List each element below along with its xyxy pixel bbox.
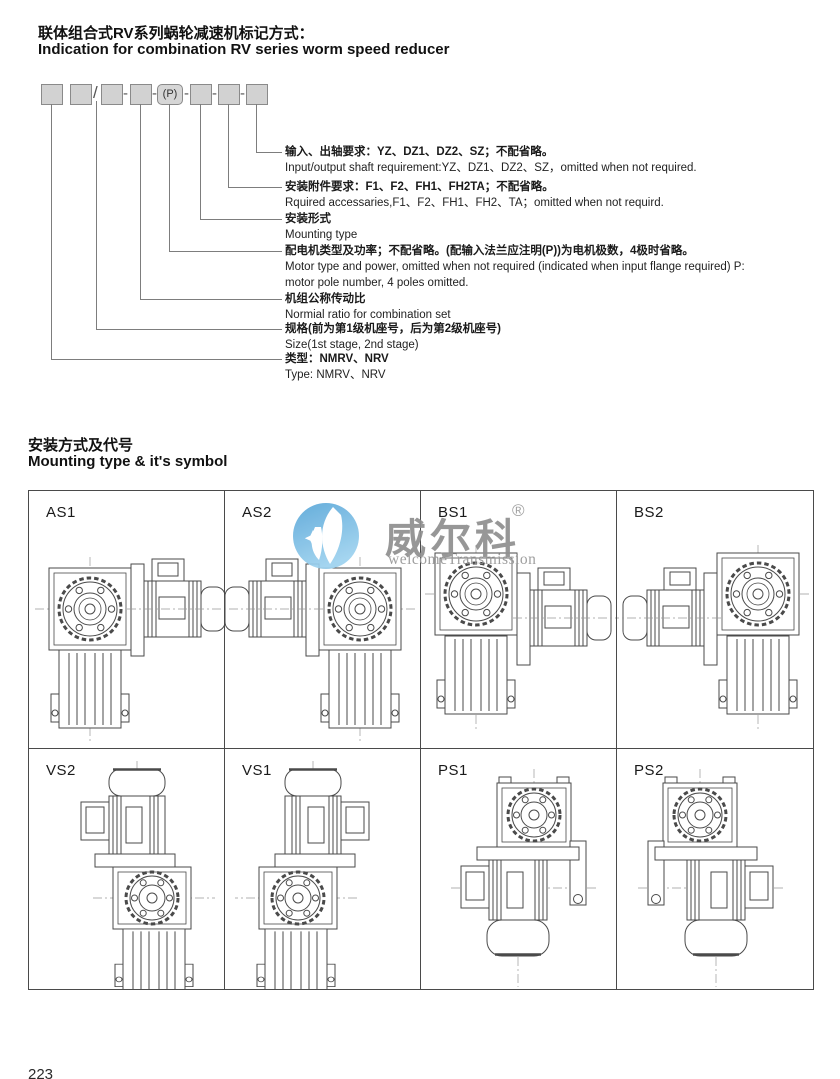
designation-item-shaft: 输入、出轴要求：YZ、DZ1、DZ2、SZ；不配省略。 Input/output… [285,144,755,176]
code-box-shaft [246,84,268,105]
reducer-drawing-as2 [225,497,421,747]
mounting-label: AS1 [46,504,76,521]
leader-line [200,219,282,220]
designation-item-motor: 配电机类型及功率；不配省略。(配输入法兰应注明(P))为电机极数，4极时省略。 … [285,243,755,291]
leader-line [169,104,170,251]
code-box-size2 [101,84,123,105]
item-text-en: Motor type and power, omitted when not r… [285,261,745,289]
mounting-label: AS2 [242,504,272,521]
item-text-en: Normial ratio for combination set [285,309,451,321]
code-dash: - [152,85,157,102]
mounting-label: BS2 [634,504,664,521]
item-text-en: Rquired accessaries,F1、F2、FH1、FH2、TA；omi… [285,197,664,209]
page-number: 223 [28,1066,54,1079]
code-box-size1 [70,84,92,105]
mounting-label: PS2 [634,762,664,779]
item-text-cn: 安装形式 [285,213,331,225]
code-box-ratio [130,84,152,105]
leader-line [96,101,97,329]
reducer-drawing-ps2 [635,767,785,989]
leader-line [169,251,282,252]
item-text-cn: 类型：NMRV、NRV [285,353,389,365]
code-box-type [41,84,63,105]
leader-line [51,104,52,359]
code-dash: - [212,85,217,102]
mounting-title-english: Mounting type & it's symbol [28,453,228,470]
item-text-en: Input/output shaft requirement:YZ、DZ1、DZ… [285,162,697,174]
mounting-cell-as2: AS2 [225,491,421,749]
code-dash: - [240,85,245,102]
mounting-cell-vs1: VS1 [225,749,421,989]
leader-line [228,104,229,187]
mounting-cell-ps2: PS2 [617,749,813,989]
designation-item-type: 类型：NMRV、NRV Type: NMRV、NRV [285,351,755,383]
page-title-english: Indication for combination RV series wor… [38,41,450,58]
leader-line [256,152,282,153]
page-title-chinese: 联体组合式RV系列蜗轮减速机标记方式： [38,25,314,42]
item-text-cn: 输入、出轴要求：YZ、DZ1、DZ2、SZ；不配省略。 [285,146,554,158]
designation-item-accessory: 安装附件要求：F1、F2、FH1、FH2TA；不配省略。 Rquired acc… [285,179,755,211]
mounting-cell-ps1: PS1 [421,749,617,989]
item-text-cn: 机组公称传动比 [285,293,366,305]
item-text-cn: 安装附件要求：F1、F2、FH1、FH2TA；不配省略。 [285,181,554,193]
item-text-en: Type: NMRV、NRV [285,369,386,381]
mounting-label: BS1 [438,504,468,521]
mounting-type-grid: AS1 AS2 BS1 BS2 VS2 VS1 PS1 PS2 [28,490,814,990]
item-text-cn: 配电机类型及功率；不配省略。(配输入法兰应注明(P))为电机极数，4极时省略。 [285,245,694,257]
leader-line [200,104,201,219]
code-box-accessory [218,84,240,105]
item-text-en: Size(1st stage, 2nd stage) [285,339,419,351]
reducer-drawing-vs2 [29,755,225,989]
reducer-drawing-as1 [29,497,225,747]
mounting-title-chinese: 安装方式及代号 [28,437,134,454]
reducer-drawing-bs2 [617,497,813,747]
leader-line [96,329,282,330]
leader-line [140,299,282,300]
reducer-drawing-ps1 [449,767,599,989]
designation-item-mounting: 安装形式 Mounting type [285,211,755,243]
designation-item-ratio: 机组公称传动比 Normial ratio for combination se… [285,291,755,323]
code-box-motor-pole: (P) [157,84,183,105]
code-box-mounting [190,84,212,105]
reducer-drawing-vs1 [225,755,421,989]
mounting-label: VS2 [46,762,76,779]
mounting-cell-vs2: VS2 [29,749,225,989]
mounting-label: PS1 [438,762,468,779]
code-slash: / [93,83,98,102]
mounting-cell-as1: AS1 [29,491,225,749]
code-dash: - [184,85,189,102]
leader-line [140,104,141,299]
mounting-label: VS1 [242,762,272,779]
mounting-cell-bs2: BS2 [617,491,813,749]
designation-item-size: 规格(前为第1级机座号，后为第2级机座号) Size(1st stage, 2n… [285,321,755,353]
item-text-cn: 规格(前为第1级机座号，后为第2级机座号) [285,323,501,335]
mounting-cell-bs1: BS1 [421,491,617,749]
item-text-en: Mounting type [285,229,358,241]
leader-line [51,359,282,360]
leader-line [228,187,282,188]
leader-line [256,104,257,152]
designation-diagram: / - - (P) - - - 输入、出轴要求：YZ、DZ1、DZ2、SZ；不配… [0,0,840,410]
reducer-drawing-bs1 [421,497,617,747]
code-dash: - [123,85,128,102]
